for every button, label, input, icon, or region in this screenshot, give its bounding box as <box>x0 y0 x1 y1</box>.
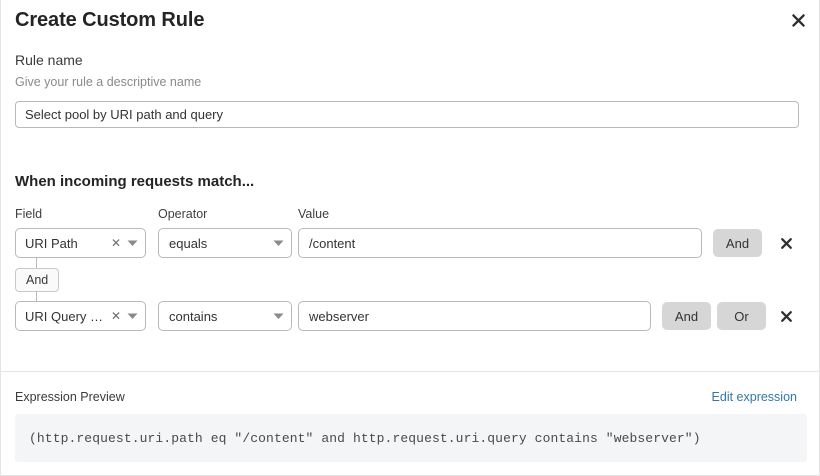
rule-name-description: Give your rule a descriptive name <box>15 75 202 89</box>
operator-select-1-value: equals <box>169 235 208 251</box>
and-button-2[interactable]: And <box>662 302 711 330</box>
operator-select-1[interactable]: equals <box>158 228 292 258</box>
connector-line-top <box>36 258 37 269</box>
operator-select-2-value: contains <box>169 308 218 324</box>
clear-icon[interactable]: ✕ <box>110 236 122 250</box>
value-input-1[interactable] <box>298 228 702 258</box>
section-divider <box>1 371 820 372</box>
field-select-2-value: URI Query St... <box>25 308 109 324</box>
field-select-1[interactable]: URI Path ✕ <box>15 228 146 258</box>
expression-preview-code: (http.request.uri.path eq "/content" and… <box>29 430 701 446</box>
clear-icon[interactable]: ✕ <box>110 309 122 323</box>
delete-condition-2-icon[interactable] <box>775 305 797 327</box>
condition-row: URI Path ✕ equals And <box>1 228 820 258</box>
field-select-1-value: URI Path <box>25 235 78 251</box>
and-button-1[interactable]: And <box>713 229 762 257</box>
expression-preview-box: (http.request.uri.path eq "/content" and… <box>15 414 807 462</box>
field-select-2[interactable]: URI Query St... ✕ <box>15 301 146 331</box>
column-header-value: Value <box>298 207 330 221</box>
delete-condition-1-icon[interactable] <box>775 232 797 254</box>
close-icon[interactable] <box>785 7 811 33</box>
match-section-heading: When incoming requests match... <box>15 173 255 190</box>
chevron-down-icon[interactable] <box>269 240 287 247</box>
value-input-2[interactable] <box>298 301 651 331</box>
chevron-down-icon[interactable] <box>269 313 287 320</box>
chevron-down-icon[interactable] <box>123 240 141 247</box>
edit-expression-link[interactable]: Edit expression <box>711 390 797 404</box>
rule-name-input[interactable] <box>15 101 799 128</box>
condition-row: URI Query St... ✕ contains And Or <box>1 301 820 331</box>
column-header-field: Field <box>15 207 43 221</box>
or-button-2[interactable]: Or <box>717 302 766 330</box>
chevron-down-icon[interactable] <box>123 313 141 320</box>
dialog-title: Create Custom Rule <box>15 9 205 31</box>
operator-select-2[interactable]: contains <box>158 301 292 331</box>
expression-preview-label: Expression Preview <box>15 390 125 404</box>
rule-name-label: Rule name <box>15 52 83 68</box>
connector-and-badge[interactable]: And <box>15 268 60 292</box>
column-header-operator: Operator <box>158 207 208 221</box>
connector-line-bottom <box>36 291 37 301</box>
